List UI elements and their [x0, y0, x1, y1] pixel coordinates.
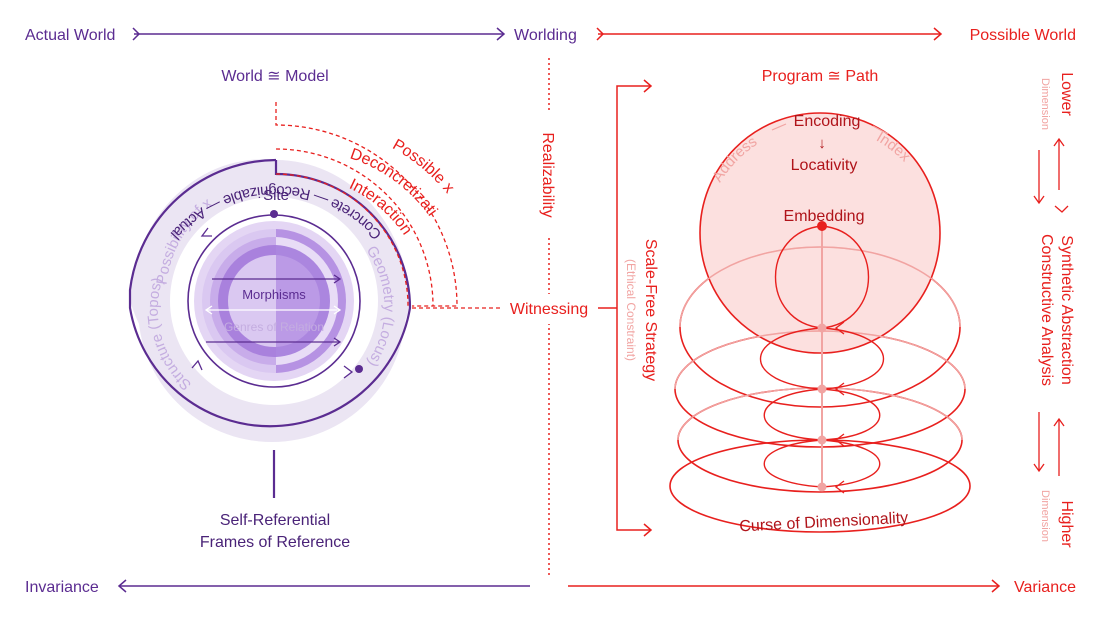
- arrow-right-icon: [132, 27, 141, 41]
- constructive-analysis-label: Constructive Analysis: [1038, 234, 1055, 386]
- higher-dimension-label: Dimension: [1039, 490, 1051, 542]
- scale-free-strategy-label: Scale-Free Strategy: [642, 239, 659, 381]
- invariance-label: Invariance: [25, 579, 99, 596]
- arrow-right-icon: [643, 79, 653, 93]
- synthetic-abstraction-label: Synthetic Abstraction: [1058, 235, 1075, 384]
- arrow-right-icon: [496, 27, 506, 41]
- variance-label: Variance: [1014, 579, 1076, 596]
- arrow-down-icon: [1033, 463, 1045, 473]
- lower-label: Lower: [1058, 72, 1075, 116]
- program-path-title: Program ≅ Path: [762, 68, 879, 85]
- arrow-up-icon: [1053, 137, 1065, 147]
- ethical-constraint-label: (Ethical Constraint): [624, 259, 638, 361]
- actual-world-label: Actual World: [25, 27, 115, 44]
- program-path-diagram: Program ≅ Path Encoding Address: [669, 68, 971, 535]
- arrow-left-icon: [117, 579, 127, 593]
- top-axis: Actual World Worlding Possible World: [25, 27, 1076, 44]
- layer-point: [817, 384, 827, 394]
- witnessing-label: Witnessing: [510, 301, 588, 318]
- site-marker: [270, 210, 278, 218]
- embedding-sphere: [699, 112, 941, 354]
- possible-x-arc: [275, 102, 458, 307]
- genres-label: Genres of Relation: [224, 320, 324, 334]
- bottom-axis: Invariance Variance: [25, 579, 1076, 596]
- embedding-label: Embedding: [784, 208, 865, 225]
- world-model-title: World ≅ Model: [221, 68, 328, 85]
- realizability-label: Realizability: [539, 132, 556, 217]
- embedding-point: [817, 221, 827, 231]
- spiral-outline: [128, 158, 412, 428]
- dimension-scale: Lower Dimension Higher Dimension Synthet…: [1033, 72, 1075, 548]
- deconcretization-arc: [275, 148, 434, 307]
- higher-label: Higher: [1058, 500, 1075, 548]
- arrow-down-icon: [1033, 195, 1045, 205]
- arrow-right-icon: [643, 523, 653, 537]
- worlding-label: Worlding: [514, 27, 577, 44]
- morphisms-label: Morphisms: [242, 287, 306, 302]
- layer-point: [817, 323, 827, 333]
- layer-point: [817, 435, 827, 445]
- caption-line-1: Self-Referential: [220, 512, 330, 529]
- caption-line-2: Frames of Reference: [200, 534, 350, 551]
- down-arrow-icon: ↓: [818, 135, 826, 152]
- world-model-diagram: World ≅ Model Morphism: [0, 0, 500, 551]
- layer-point: [817, 482, 827, 492]
- encoding-label: Encoding: [794, 113, 861, 130]
- arrow-up-icon: [1053, 417, 1065, 427]
- arrow-right-icon: [991, 579, 1001, 593]
- locus-marker: [355, 365, 363, 373]
- arrow-right-icon: [933, 27, 943, 41]
- lower-dimension-label: Dimension: [1039, 78, 1051, 130]
- locativity-label: Locativity: [791, 157, 858, 174]
- arrow-right-icon: [596, 27, 605, 41]
- interaction-arc: [275, 173, 409, 307]
- strategy-bracket: Witnessing Scale-Free Strategy (Ethical …: [510, 79, 659, 537]
- site-label: Site: [263, 187, 289, 204]
- possible-world-label: Possible World: [970, 27, 1076, 44]
